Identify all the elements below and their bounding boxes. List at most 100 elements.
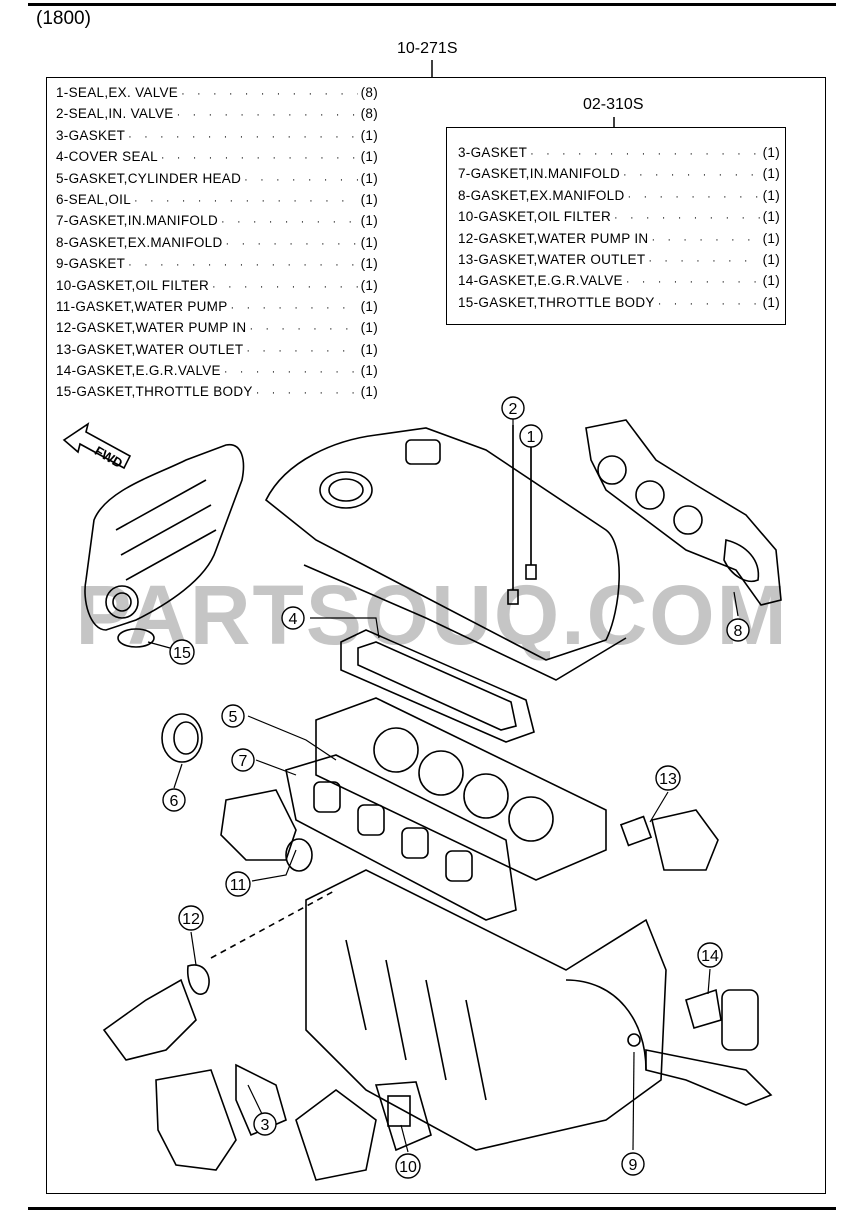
part-name: 10-GASKET,OIL FILTER <box>458 209 612 225</box>
part-qty: (8) <box>360 106 378 122</box>
callout-7: 7 <box>231 748 255 772</box>
part-list-item: 15-GASKET,THROTTLE BODY(1) <box>56 384 378 405</box>
cover-seal-part <box>340 629 535 743</box>
part-qty: (1) <box>762 230 780 246</box>
part-list-item: 9-GASKET(1) <box>56 256 378 277</box>
callout-3: 3 <box>253 1112 277 1136</box>
leader-dots <box>249 323 357 335</box>
leader-dots <box>246 345 357 357</box>
part-name: 15-GASKET,THROTTLE BODY <box>458 294 655 310</box>
leader-dots <box>221 216 358 228</box>
sub-kit-box <box>446 127 786 325</box>
part-name: 4-COVER SEAL <box>56 149 158 165</box>
part-qty: (1) <box>360 320 378 336</box>
part-qty: (8) <box>360 85 378 100</box>
oil-filter-bracket-part <box>295 1081 432 1181</box>
leader-dots <box>628 191 760 203</box>
leader-dots <box>651 234 759 246</box>
part-list-item: 7-GASKET,IN.MANIFOLD (1) <box>56 213 378 234</box>
part-list-item: 13-GASKET,WATER OUTLET(1) <box>458 252 780 273</box>
valve-cover-part <box>264 427 627 681</box>
part-qty: (1) <box>360 363 378 379</box>
svg-text:6: 6 <box>170 793 179 810</box>
top-rule <box>28 3 836 6</box>
part-name: 8-GASKET,EX.MANIFOLD <box>458 187 625 203</box>
part-qty: (1) <box>762 251 780 267</box>
callout-10: 10 <box>395 1153 421 1179</box>
svg-text:2: 2 <box>509 401 518 418</box>
part-name: 3-GASKET <box>56 127 126 143</box>
callout-leader-lines <box>147 418 739 1153</box>
part-qty: (1) <box>762 145 780 160</box>
part-qty: (1) <box>360 149 378 165</box>
part-list-item: 1-SEAL,EX. VALVE (8) <box>56 85 378 106</box>
sub-kit-code: 02-310S <box>583 96 644 113</box>
svg-text:3: 3 <box>261 1117 270 1134</box>
callout-6: 6 <box>162 788 186 812</box>
oil-seal-part <box>161 713 203 763</box>
svg-text:5: 5 <box>229 709 238 726</box>
part-list-item: 12-GASKET,WATER PUMP IN (1) <box>458 231 780 252</box>
part-name: 7-GASKET,IN.MANIFOLD <box>56 213 219 229</box>
part-qty: (1) <box>360 170 378 186</box>
leader-dots <box>626 276 760 288</box>
callout-5: 5 <box>221 704 245 728</box>
svg-text:10: 10 <box>399 1159 417 1176</box>
part-name: 1-SEAL,EX. VALVE <box>56 85 179 100</box>
part-list-item: 12-GASKET,WATER PUMP IN (1) <box>56 320 378 341</box>
part-list-item: 13-GASKET,WATER OUTLET(1) <box>56 342 378 363</box>
part-qty: (1) <box>360 298 378 314</box>
callout-15: 15 <box>169 639 195 665</box>
part-name: 15-GASKET,THROTTLE BODY <box>56 384 253 400</box>
part-name: 2-SEAL,IN. VALVE <box>56 106 174 122</box>
part-qty: (1) <box>762 273 780 289</box>
svg-text:15: 15 <box>173 645 191 662</box>
water-outlet-part <box>619 809 719 871</box>
callout-4: 4 <box>281 606 305 630</box>
leader-dots <box>128 131 357 143</box>
part-qty: (1) <box>360 127 378 143</box>
leader-dots <box>658 298 760 310</box>
part-qty: (1) <box>360 234 378 250</box>
callouts: 1 2 3 4 5 6 7 8 9 10 11 12 13 14 15 <box>162 396 750 1179</box>
intake-manifold-gasket <box>285 754 517 921</box>
callout-8: 8 <box>726 618 750 642</box>
svg-text:11: 11 <box>230 877 247 894</box>
svg-text:14: 14 <box>701 948 719 965</box>
part-qty: (1) <box>762 209 780 225</box>
leader-dots <box>134 195 358 207</box>
throttle-body-gasket <box>117 628 155 648</box>
part-name: 12-GASKET,WATER PUMP IN <box>56 320 247 336</box>
part-name: 7-GASKET,IN.MANIFOLD <box>458 166 621 182</box>
callout-14: 14 <box>697 942 723 968</box>
part-list-item: 14-GASKET,E.G.R.VALVE(1) <box>458 273 780 294</box>
main-kit-box <box>46 77 826 1194</box>
exhaust-manifold-gasket <box>585 419 782 606</box>
part-name: 11-GASKET,WATER PUMP <box>56 298 228 314</box>
exploded-engine-diagram: 1 2 3 4 5 6 7 8 9 10 11 12 13 14 15 FWD <box>62 396 782 1181</box>
part-list-item: 3-GASKET (1) <box>56 128 378 149</box>
part-name: 14-GASKET,E.G.R.VALVE <box>56 363 221 379</box>
main-kit-parts-list: 1-SEAL,EX. VALVE (8) 2-SEAL,IN. VALVE (8) 3-… <box>56 85 378 406</box>
leader-dots <box>128 259 357 271</box>
leader-dots <box>244 174 357 186</box>
part-name: 3-GASKET <box>458 145 528 160</box>
part-list-item: 4-COVER SEAL (1) <box>56 149 378 170</box>
water-pump-inlet-part <box>102 889 337 1061</box>
part-name: 13-GASKET,WATER OUTLET <box>56 341 244 357</box>
part-qty: (1) <box>762 187 780 203</box>
svg-text:12: 12 <box>182 911 200 928</box>
part-list-item: 6-SEAL,OIL(1) <box>56 192 378 213</box>
part-list-item: 3-GASKET (1) <box>458 145 780 166</box>
part-name: 12-GASKET,WATER PUMP IN <box>458 230 649 246</box>
part-list-item: 11-GASKET,WATER PUMP (1) <box>56 299 378 320</box>
part-qty: (1) <box>360 213 378 229</box>
part-list-item: 15-GASKET,THROTTLE BODY (1) <box>458 295 780 316</box>
leader-dots <box>530 148 759 160</box>
part-list-item: 8-GASKET,EX.MANIFOLD(1) <box>56 235 378 256</box>
part-qty: (1) <box>762 294 780 310</box>
part-name: 10-GASKET,OIL FILTER <box>56 277 210 293</box>
part-qty: (1) <box>360 191 378 207</box>
part-name: 5-GASKET,CYLINDER HEAD <box>56 170 242 186</box>
